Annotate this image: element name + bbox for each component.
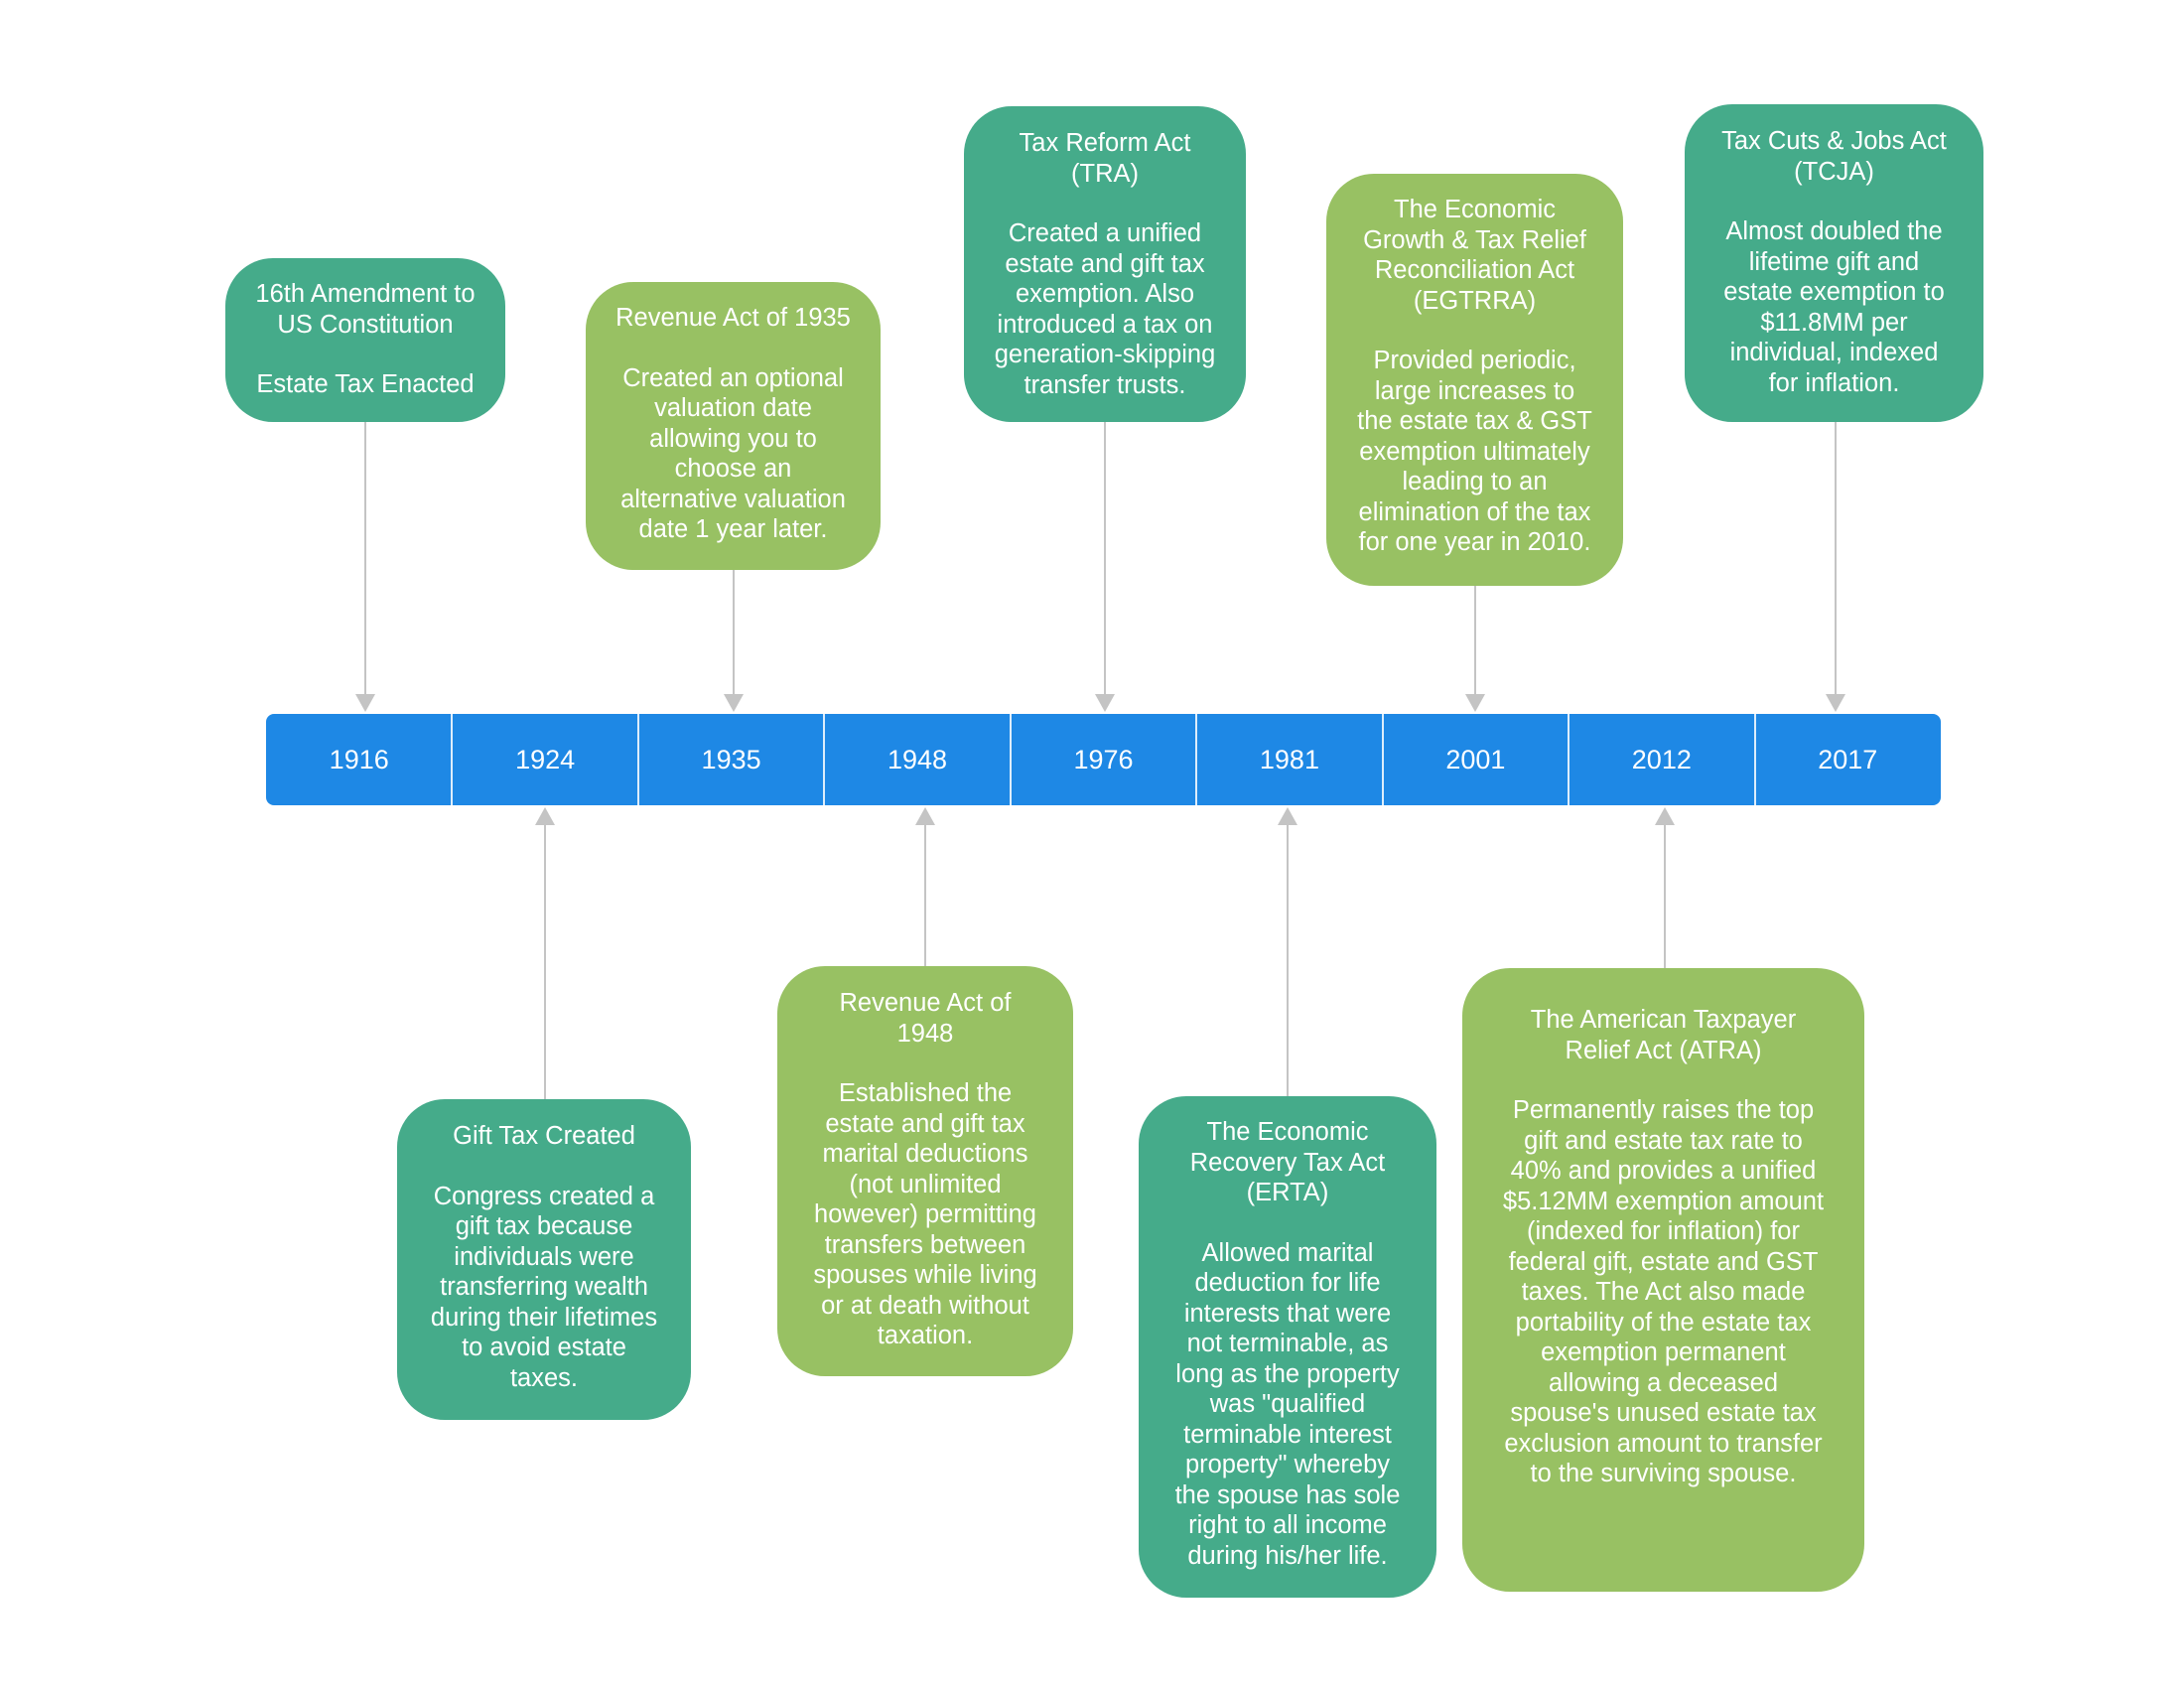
event-title-1948: Revenue Act of 1948	[839, 989, 1012, 1048]
connector-arrow-2001	[1465, 586, 1485, 712]
connector-arrow-1916	[355, 422, 375, 712]
event-title-2017: Tax Cuts & Jobs Act (TCJA)	[1721, 127, 1947, 186]
year-label-1976: 1976	[1073, 744, 1134, 774]
event-body-1935: Created an optional valuation date allow…	[620, 363, 846, 544]
event-card-1924: Gift Tax Created Congress created a gift…	[397, 1099, 691, 1420]
event-card-1948: Revenue Act of 1948 Established the esta…	[777, 966, 1073, 1376]
year-divider	[451, 714, 454, 805]
event-title-2012: The American Taxpayer Relief Act (ATRA)	[1530, 1006, 1797, 1064]
event-title-2001: The Economic Growth & Tax Relief Reconci…	[1363, 196, 1586, 315]
event-card-1935: Revenue Act of 1935 Created an optional …	[586, 282, 881, 570]
year-label-2012: 2012	[1631, 744, 1692, 774]
connector-arrow-1924	[535, 807, 555, 1099]
event-card-2012: The American Taxpayer Relief Act (ATRA) …	[1462, 968, 1864, 1592]
connector-arrow-1981	[1278, 807, 1297, 1096]
event-body-2012: Permanently raises the top gift and esta…	[1502, 1096, 1825, 1487]
connector-arrow-2017	[1826, 422, 1845, 712]
event-body-1976: Created a unified estate and gift tax ex…	[994, 219, 1216, 399]
event-card-1916: 16th Amendment to US Constitution Estate…	[225, 258, 505, 422]
event-card-1981: The Economic Recovery Tax Act (ERTA) All…	[1139, 1096, 1436, 1598]
connector-arrow-1948	[915, 807, 935, 966]
year-label-1924: 1924	[515, 744, 576, 774]
year-divider	[1568, 714, 1570, 805]
year-divider	[1381, 714, 1384, 805]
year-label-2017: 2017	[1818, 744, 1878, 774]
year-label-1916: 1916	[329, 744, 389, 774]
event-title-1976: Tax Reform Act (TRA)	[1019, 129, 1191, 188]
year-label-1935: 1935	[701, 744, 761, 774]
connector-arrow-1935	[724, 570, 744, 712]
event-card-2001: The Economic Growth & Tax Relief Reconci…	[1326, 174, 1623, 586]
connector-arrow-1976	[1095, 422, 1115, 712]
event-card-1976: Tax Reform Act (TRA) Created a unified e…	[964, 106, 1246, 422]
year-divider	[1195, 714, 1198, 805]
event-title-1981: The Economic Recovery Tax Act (ERTA)	[1189, 1118, 1386, 1206]
event-body-2017: Almost doubled the lifetime gift and est…	[1723, 217, 1945, 397]
year-label-1981: 1981	[1259, 744, 1319, 774]
connector-arrow-2012	[1655, 807, 1675, 968]
event-body-2001: Provided periodic, large increases to th…	[1357, 347, 1592, 556]
year-divider	[823, 714, 826, 805]
event-title-1935: Revenue Act of 1935	[615, 304, 851, 332]
timeline-bar: 1916 1924 1935 1948 1976 1981 2001 2012 2017	[266, 714, 1941, 805]
event-card-2017: Tax Cuts & Jobs Act (TCJA) Almost double…	[1685, 104, 1983, 422]
year-divider	[1009, 714, 1012, 805]
year-label-1948: 1948	[887, 744, 948, 774]
event-body-1916: Estate Tax Enacted	[256, 370, 475, 398]
event-body-1948: Established the estate and gift tax mari…	[813, 1079, 1037, 1349]
year-label-2001: 2001	[1445, 744, 1506, 774]
year-divider	[636, 714, 639, 805]
event-title-1916: 16th Amendment to US Constitution	[255, 280, 476, 339]
year-divider	[1753, 714, 1756, 805]
event-title-1924: Gift Tax Created	[453, 1122, 635, 1150]
event-body-1981: Allowed marital deduction for life inter…	[1174, 1238, 1401, 1570]
event-body-1924: Congress created a gift tax because indi…	[430, 1182, 658, 1392]
